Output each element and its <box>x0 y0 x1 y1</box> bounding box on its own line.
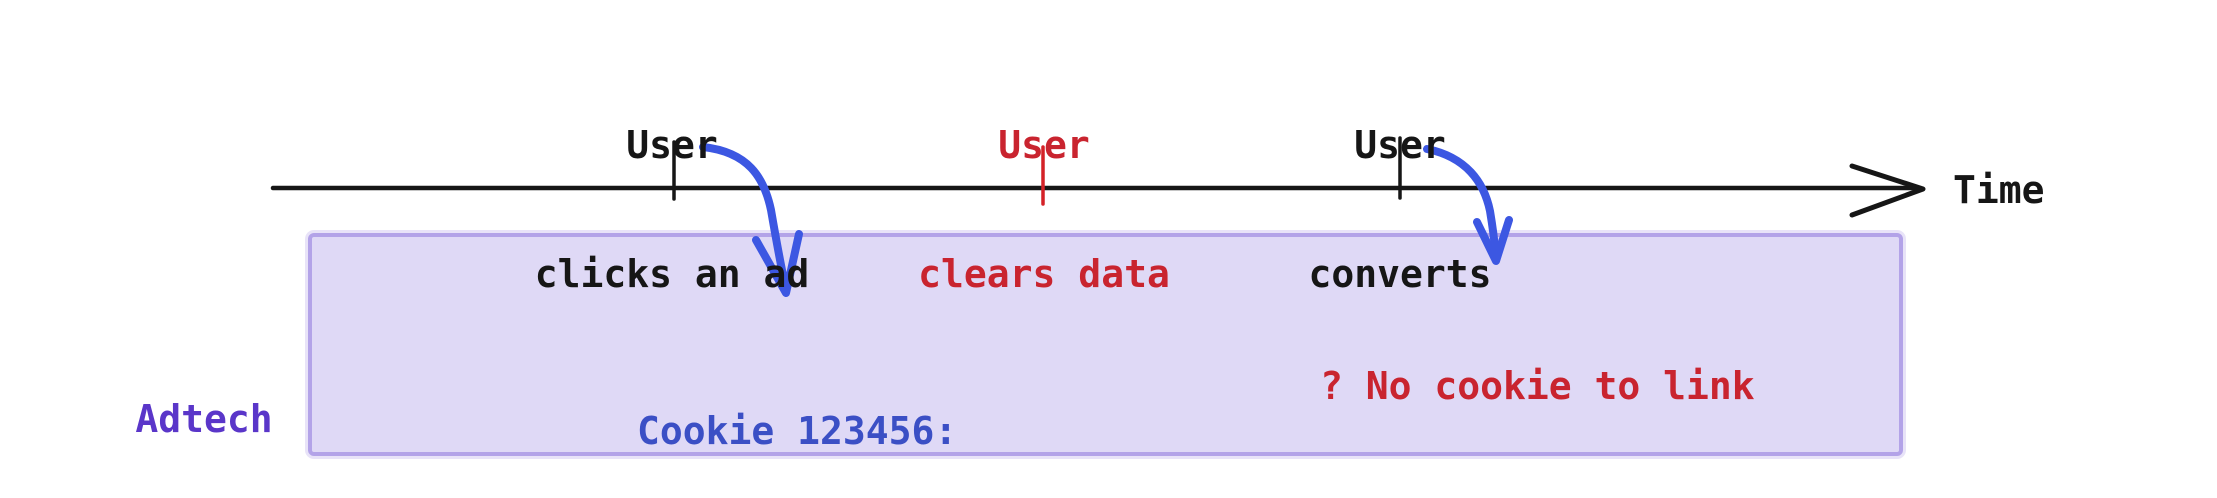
time-axis-arrowhead-icon <box>1849 163 1926 218</box>
cookie-note-line1: Cookie 123456: <box>637 409 958 453</box>
no-conversion-note-line1: ? No cookie to link <box>1320 364 1755 408</box>
event-label-convert-line2: converts <box>1308 252 1492 296</box>
event-label-ad-click-line2: clicks an ad <box>534 252 810 296</box>
event-label-convert-line1: User <box>1354 123 1446 167</box>
event-label-clear-data: User clears data <box>918 38 1170 382</box>
event-label-ad-click: User clicks an ad <box>535 38 810 382</box>
event-label-clear-data-line2: clears data <box>918 252 1170 296</box>
adtech-server-label-line1: Adtech <box>135 397 273 441</box>
event-label-convert: User converts <box>1308 38 1491 382</box>
no-conversion-note: ? No cookie to link this conversion to ⇒… <box>1320 274 1755 498</box>
event-label-clear-data-line1: User <box>998 123 1090 167</box>
annotation-arrow-convert <box>1423 145 1500 262</box>
adtech-server-box <box>308 233 1903 456</box>
time-axis-label: Time <box>1953 168 2045 212</box>
event-label-ad-click-line1: User <box>626 123 718 167</box>
adtech-server-label: Adtech server <box>135 292 272 498</box>
annotation-arrowhead-convert-icon <box>1473 216 1513 265</box>
annotation-arrowhead-ad-click-icon <box>752 230 803 297</box>
annotation-arrow-ad-click <box>699 143 790 294</box>
cookie-note: Cookie 123456: Ad clicked <box>637 306 957 498</box>
